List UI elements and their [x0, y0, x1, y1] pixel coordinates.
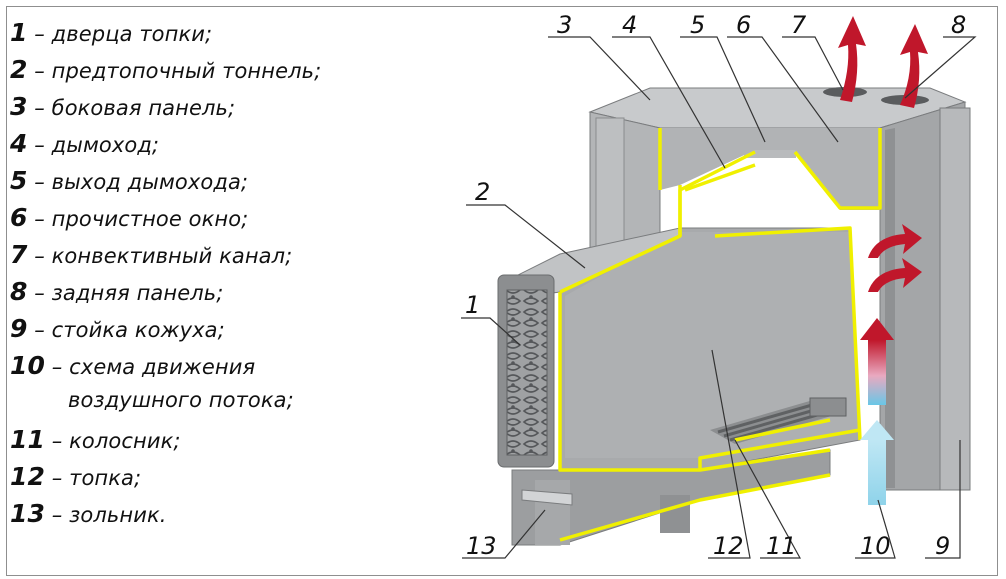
callout-6: 6 [736, 11, 751, 39]
ash-box-front [535, 480, 570, 545]
cut-section-edges [558, 128, 882, 542]
callout-10: 10 [860, 532, 891, 560]
legend-item-2: 2 – предтопочный тоннель; [10, 55, 322, 84]
flue-region [660, 128, 880, 210]
callout-8: 8 [951, 11, 966, 39]
callout-13: 13 [466, 532, 497, 560]
cold-air-arrow-shaft [868, 440, 886, 505]
leader-3 [548, 36, 651, 101]
rear-panel-inner [885, 128, 895, 488]
callout-1: 1 [465, 291, 480, 319]
fire-door [497, 274, 555, 468]
legend-item-9: 9 – стойка кожуха; [10, 314, 225, 343]
callout-11: 11 [766, 532, 797, 560]
legend-item-7: 7 – конвективный канал; [10, 240, 293, 269]
legend-item-1: 1 – дверца топки; [10, 18, 213, 47]
legend-item-8: 8 – задняя панель; [10, 277, 224, 306]
hot-air-arrow-upper [868, 224, 922, 258]
cold-air-arrow-head [860, 420, 894, 440]
air-flow-scheme [838, 16, 928, 505]
leader-9 [925, 440, 961, 559]
callout-4: 4 [622, 11, 637, 39]
hot-air-arrow-top-a [838, 16, 866, 102]
leader-4 [612, 36, 726, 169]
hot-air-arrow-top-b [900, 24, 928, 108]
legend-item-4: 4 – дымоход; [10, 129, 160, 158]
legend-item-12: 12 – топка; [10, 462, 142, 491]
leader-10 [855, 499, 896, 559]
callout-12: 12 [713, 532, 744, 560]
legend-item-5: 5 – выход дымохода; [10, 166, 249, 195]
leader-12 [708, 349, 751, 559]
callout-9: 9 [935, 532, 950, 560]
callout-7: 7 [791, 11, 807, 39]
callout-2: 2 [475, 178, 490, 206]
warm-air-arrow-shaft [868, 340, 886, 405]
casing-post [939, 107, 971, 491]
side-panel-flange [595, 117, 625, 247]
leader-2 [466, 204, 586, 269]
leader-6 [727, 36, 839, 143]
legend-item-13: 13 – зольник. [10, 499, 167, 528]
callout-5: 5 [690, 11, 705, 39]
hot-air-arrow-lower [868, 258, 922, 292]
warm-air-arrow-head [860, 318, 894, 340]
legend-item-11: 11 – колосник; [10, 425, 181, 454]
ash-pan-handle [521, 489, 573, 506]
legend-item-10: 10 – схема движения [10, 351, 256, 380]
legend-item-3: 3 – боковая панель; [10, 92, 236, 121]
leader-7 [782, 36, 844, 91]
leader-11 [734, 439, 802, 559]
base-leg [660, 495, 690, 533]
callout-3: 3 [557, 11, 572, 39]
grate-rear [809, 397, 847, 417]
legend-item-10-continued: воздушного потока; [68, 388, 294, 412]
leader-1 [461, 317, 521, 346]
leader-13 [462, 509, 546, 559]
firebox-interior [565, 232, 858, 458]
leader-5 [680, 36, 766, 143]
leader-lines [461, 36, 977, 559]
legend-item-6: 6 – прочистное окно; [10, 203, 249, 232]
leader-8 [904, 36, 977, 99]
